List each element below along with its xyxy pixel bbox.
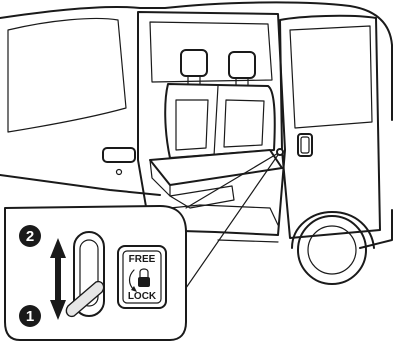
front-window <box>8 18 126 132</box>
svg-text:2: 2 <box>26 228 34 245</box>
sliding-door-window <box>290 26 372 128</box>
latch-location <box>277 149 283 155</box>
lock-label-plate: FREE LOCK <box>118 246 166 308</box>
lock-label: LOCK <box>128 291 157 302</box>
free-label: FREE <box>129 254 156 265</box>
seat-back <box>165 84 275 158</box>
step-1-badge: 1 <box>19 305 41 327</box>
door-keyhole <box>117 170 122 175</box>
front-door-handle <box>103 148 135 162</box>
step-2-badge: 2 <box>19 225 41 247</box>
svg-text:1: 1 <box>26 308 34 325</box>
